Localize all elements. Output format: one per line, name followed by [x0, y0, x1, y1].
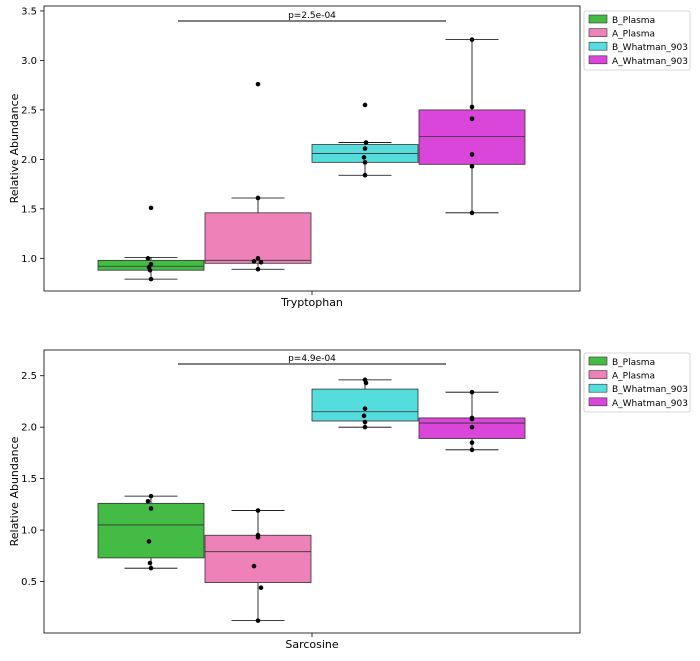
y-tick-label: 3.0 [21, 56, 37, 67]
boxplot-a-whatman-903 [418, 37, 526, 216]
data-point [469, 210, 475, 216]
data-point [148, 276, 154, 282]
data-point [145, 498, 151, 504]
legend-label: B_Plasma [612, 358, 655, 368]
data-point [469, 424, 475, 430]
data-point [469, 116, 475, 122]
data-point [255, 508, 261, 513]
box [97, 502, 205, 559]
legend-frame [583, 352, 691, 413]
data-point [362, 172, 368, 178]
y-tick-label: 1.0 [21, 254, 37, 265]
data-point [361, 413, 367, 419]
legend: B_PlasmaA_PlasmaB_Whatman_903A_Whatman_9… [583, 352, 691, 413]
data-point [258, 260, 264, 265]
boxplot-a-whatman-903 [418, 389, 526, 453]
boxplot-b-plasma [97, 493, 205, 571]
data-point [469, 37, 475, 42]
y-tick-label: 3.5 [21, 6, 37, 17]
data-point [469, 416, 475, 422]
data-point [362, 406, 368, 411]
boxplot-b-plasma [97, 205, 205, 282]
data-point [362, 102, 368, 108]
box [204, 534, 312, 583]
y-tick-label: 0.5 [21, 577, 37, 588]
x-axis-label: Sarcosine [285, 638, 339, 651]
legend-label: A_Whatman_903 [612, 57, 688, 67]
y-tick-label: 2.0 [21, 155, 37, 166]
data-point [469, 389, 475, 395]
data-point [469, 164, 475, 169]
boxplot-a-plasma [204, 81, 312, 272]
data-point [255, 618, 261, 623]
data-point [255, 266, 261, 272]
box [204, 212, 312, 264]
legend-swatch [588, 28, 608, 37]
y-tick-label: 1.5 [21, 474, 37, 485]
legend: B_PlasmaA_PlasmaB_Whatman_903A_Whatman_9… [583, 10, 691, 71]
p-value-annotation: p=4.9e-04 [288, 354, 336, 364]
data-point [258, 585, 264, 591]
data-point [251, 259, 257, 264]
legend-swatch [588, 55, 608, 65]
legend-label: B_Plasma [612, 16, 655, 26]
data-point [255, 256, 261, 261]
data-point [255, 195, 261, 201]
legend-frame [583, 10, 691, 71]
boxplot-b-whatman-903 [311, 377, 419, 430]
boxplot-b-whatman-903 [311, 102, 419, 178]
data-point [362, 424, 368, 430]
data-point [469, 447, 475, 453]
legend-label: B_Whatman_903 [612, 43, 688, 53]
data-point [148, 506, 154, 511]
data-point [148, 205, 154, 211]
data-point [147, 560, 153, 566]
data-point [255, 534, 261, 540]
p-value-annotation: p=2.5e-04 [288, 11, 336, 21]
data-point [469, 152, 475, 157]
data-point [251, 563, 257, 569]
legend-label: B_Whatman_903 [612, 385, 688, 395]
data-point [363, 140, 369, 145]
data-point [363, 380, 369, 386]
y-tick-label: 2.5 [21, 371, 37, 382]
legend-swatch [588, 41, 608, 51]
x-axis-label: Tryptophan [280, 296, 343, 309]
legend-swatch [588, 14, 608, 24]
y-axis-label: Relative Abundance [8, 93, 21, 203]
boxplot-a-plasma [204, 508, 312, 623]
data-point [362, 160, 368, 165]
legend-label: A_Whatman_903 [612, 399, 688, 409]
legend-label: A_Plasma [612, 372, 655, 382]
data-point [148, 493, 154, 499]
data-point [362, 419, 368, 425]
data-point [469, 104, 475, 110]
legend-label: A_Plasma [612, 30, 655, 40]
y-tick-label: 1.0 [21, 526, 37, 537]
legend-swatch [588, 370, 608, 379]
data-point [362, 146, 368, 151]
data-point [148, 565, 154, 571]
data-point [147, 267, 153, 273]
legend-swatch [588, 397, 608, 407]
y-tick-label: 2.0 [21, 423, 37, 434]
legend-swatch [588, 356, 608, 366]
data-point [255, 81, 261, 87]
data-point [145, 256, 151, 261]
data-point [146, 539, 152, 544]
y-tick-label: 1.5 [21, 204, 37, 215]
data-point [469, 440, 475, 445]
y-axis-label: Relative Abundance [8, 436, 21, 546]
y-tick-label: 2.5 [21, 105, 37, 116]
data-point [361, 155, 367, 160]
legend-swatch [588, 383, 608, 393]
